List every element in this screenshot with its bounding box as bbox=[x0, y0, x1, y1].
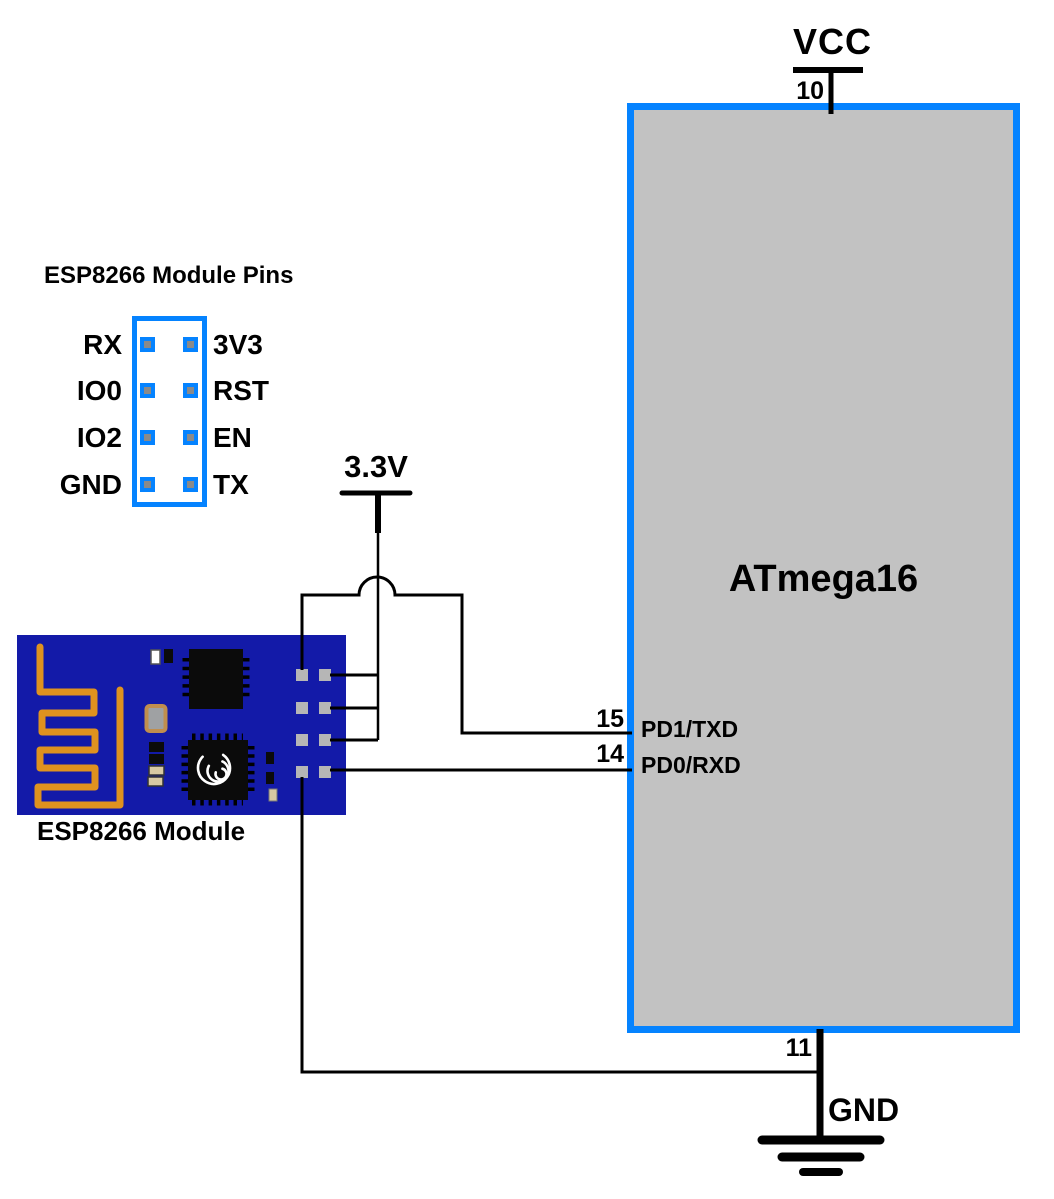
vcc-pin-number: 10 bbox=[796, 77, 824, 105]
legend-pin-io0: IO0 bbox=[76, 375, 122, 406]
pd0-label: PD0/RXD bbox=[641, 752, 741, 778]
esp-module-label: ESP8266 Module bbox=[37, 816, 246, 846]
esp-pinout-title: ESP8266 Module Pins bbox=[44, 262, 294, 289]
esp-soc-chip-icon bbox=[181, 733, 255, 806]
rail-3v3-label: 3.3V bbox=[344, 449, 408, 484]
legend-pin-en: EN bbox=[213, 422, 252, 453]
legend-pin-tx: TX bbox=[213, 469, 249, 500]
pd1-label: PD1/TXD bbox=[641, 716, 739, 742]
esp-module-header-pads bbox=[296, 669, 331, 778]
smd-components bbox=[147, 649, 278, 802]
legend-pin-io2: IO2 bbox=[76, 422, 122, 453]
wire-gnd-run bbox=[300, 777, 820, 1074]
gnd-label: GND bbox=[828, 1092, 900, 1128]
pd0-pin-number: 14 bbox=[596, 740, 624, 768]
crystal-icon bbox=[144, 704, 168, 733]
vcc-label: VCC bbox=[793, 21, 873, 62]
legend-pin-rst: RST bbox=[213, 375, 269, 406]
flash-chip-icon bbox=[182, 649, 250, 709]
legend-pin-rx: RX bbox=[83, 329, 122, 360]
legend-pin-gnd: GND bbox=[59, 469, 122, 500]
esp-pinout-pins bbox=[140, 337, 198, 492]
legend-pin-3v3: 3V3 bbox=[213, 329, 263, 360]
pcb-antenna-icon bbox=[34, 643, 124, 809]
ground-symbol-icon bbox=[757, 1135, 885, 1176]
pd1-pin-number: 15 bbox=[596, 705, 624, 733]
gnd-pin-number: 11 bbox=[785, 1034, 812, 1062]
atmega16-label: ATmega16 bbox=[728, 558, 919, 600]
wire-rx-to-pd1 bbox=[300, 575, 632, 735]
atmega16-ic-body bbox=[627, 103, 1020, 1033]
